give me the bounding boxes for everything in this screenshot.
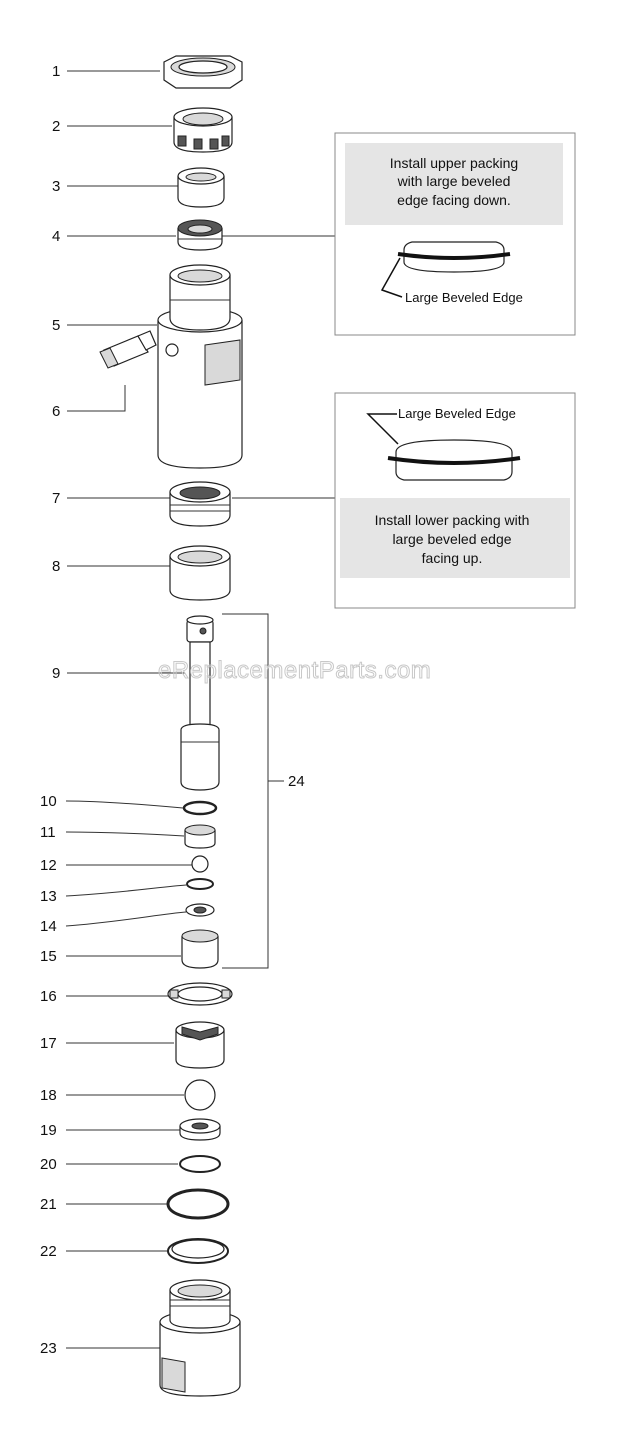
part-13-washer	[186, 878, 214, 890]
part-label-6: 6	[52, 403, 60, 420]
upper-note-line-3: edge facing down.	[397, 192, 511, 208]
part-label-19: 19	[40, 1122, 57, 1139]
part-label-11: 11	[40, 824, 56, 841]
upper-packing-note: Install upper packing with large beveled…	[334, 132, 576, 336]
part-5-cylinder	[157, 264, 243, 469]
part-label-1: 1	[52, 63, 60, 80]
upper-note-line-1: Install upper packing	[390, 155, 518, 171]
part-label-2: 2	[52, 118, 60, 135]
leader-lines	[65, 70, 335, 1349]
part-label-21: 21	[40, 1196, 57, 1213]
part-2-castle-nut	[173, 107, 233, 153]
part-6-fitting	[99, 330, 157, 369]
part-label-12: 12	[40, 857, 57, 874]
part-label-16: 16	[40, 988, 57, 1005]
part-9-piston-rod	[180, 615, 220, 791]
lower-note-line-1: Install lower packing with	[375, 512, 530, 528]
part-14-seat	[185, 903, 215, 917]
part-label-15: 15	[40, 948, 57, 965]
part-label-17: 17	[40, 1035, 57, 1052]
lower-note-line-3: facing up.	[422, 550, 483, 566]
part-18-ball	[184, 1079, 216, 1111]
upper-note-line-2: with large beveled	[397, 173, 511, 189]
part-7-lower-packing	[169, 481, 231, 527]
lower-note-line-2: large beveled edge	[392, 531, 511, 547]
part-label-7: 7	[52, 490, 60, 507]
part-label-4: 4	[52, 228, 60, 245]
part-15-housing	[181, 929, 219, 969]
lower-note-callout: Large Beveled Edge	[398, 406, 516, 421]
part-label-18: 18	[40, 1087, 57, 1104]
part-8-sleeve	[169, 545, 231, 601]
part-11-guide	[184, 824, 216, 849]
part-17-cage	[175, 1021, 225, 1069]
part-1-nut	[163, 55, 243, 89]
lower-packing-note: Large Beveled Edge Install lower packing…	[334, 392, 576, 609]
part-label-22: 22	[40, 1243, 57, 1260]
part-label-8: 8	[52, 558, 60, 575]
part-21-oring	[166, 1188, 230, 1220]
upper-packing-illustration	[397, 241, 511, 273]
lower-packing-illustration	[387, 439, 521, 481]
part-label-23: 23	[40, 1340, 57, 1357]
part-12-ball	[191, 855, 209, 873]
part-3-bushing	[177, 167, 225, 208]
part-label-9: 9	[52, 665, 60, 682]
part-label-10: 10	[40, 793, 57, 810]
part-label-20: 20	[40, 1156, 57, 1173]
part-19-seat	[179, 1118, 221, 1141]
part-label-3: 3	[52, 178, 60, 195]
part-4-upper-packing	[177, 219, 223, 251]
part-label-24: 24	[288, 773, 305, 790]
part-16-retainer	[167, 982, 233, 1006]
upper-note-callout: Large Beveled Edge	[405, 290, 523, 305]
part-label-5: 5	[52, 317, 60, 334]
part-20-oring	[179, 1155, 221, 1173]
part-10-oring	[182, 800, 218, 816]
part-label-13: 13	[40, 888, 57, 905]
part-22-gasket	[167, 1238, 229, 1264]
part-23-foot-valve	[159, 1279, 241, 1397]
watermark-text: eReplacementParts.com	[158, 657, 431, 684]
part-label-14: 14	[40, 918, 57, 935]
part-labels: 1 2 3 4 5 6 7 8 9 10 11 12 13 14 15 16 1…	[40, 63, 305, 1357]
